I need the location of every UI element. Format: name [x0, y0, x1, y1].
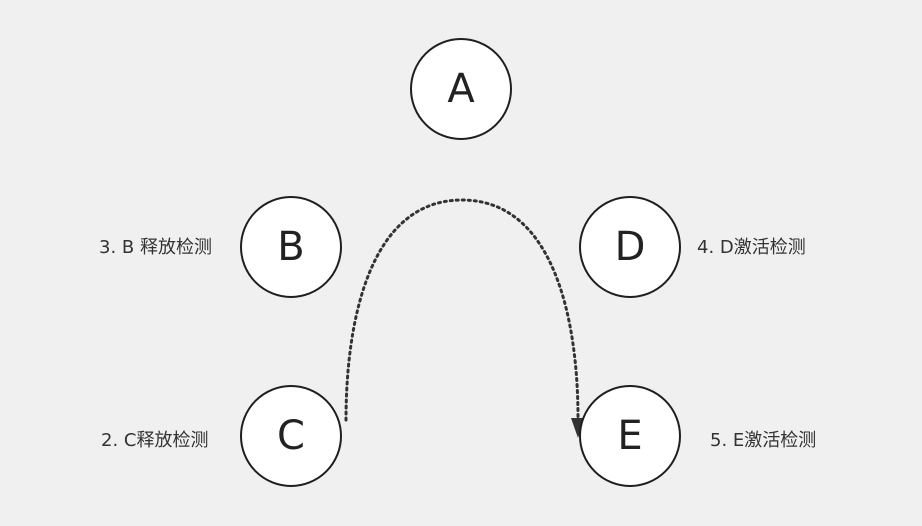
label-c: 2. C释放检测 — [101, 430, 209, 451]
node-a: A — [410, 38, 512, 140]
node-e: E — [579, 385, 681, 487]
label-d: 4. D激活检测 — [697, 237, 806, 258]
node-b: B — [240, 196, 342, 298]
label-e: 5. E激活检测 — [710, 430, 817, 451]
label-b: 3. B 释放检测 — [99, 237, 212, 258]
node-c: C — [240, 385, 342, 487]
node-d: D — [579, 196, 681, 298]
dotted-arc-connector — [344, 198, 580, 422]
